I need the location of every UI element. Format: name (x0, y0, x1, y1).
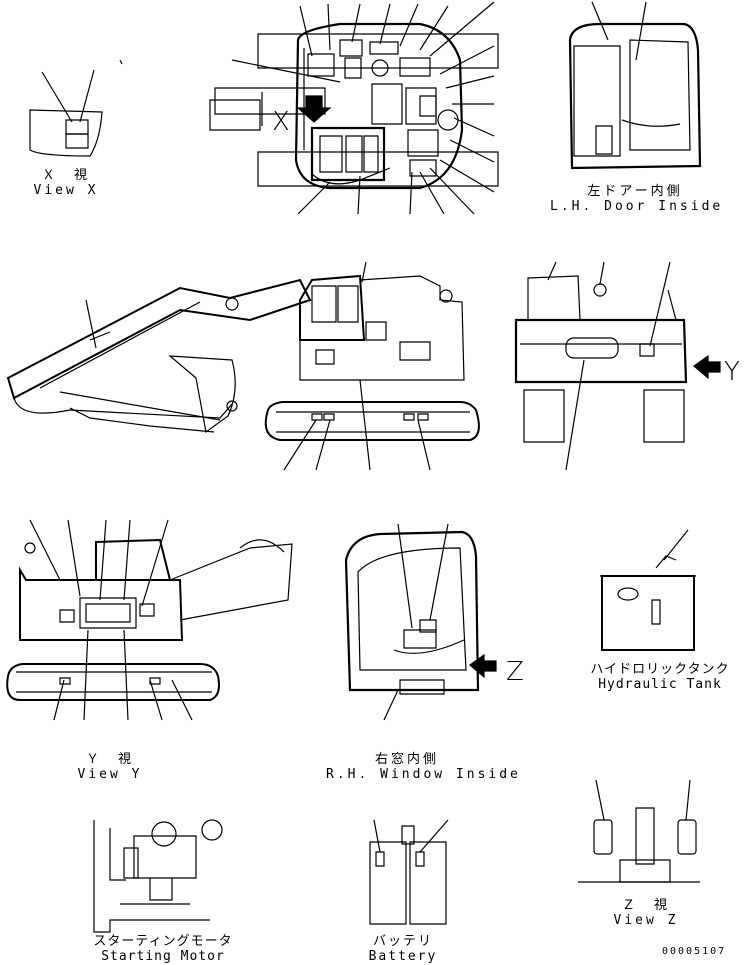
starting-motor-drawing (94, 820, 222, 932)
view-x-label: Ｘ 視 View X (30, 168, 102, 198)
marker-x: X (272, 107, 290, 137)
starting-motor-label: スターティングモータ Starting Motor (90, 934, 236, 964)
marker-y: Y (724, 357, 740, 387)
lh-door-drawing (570, 2, 700, 168)
view-z-label: Ｚ 視 View Z (606, 898, 686, 928)
side-view-drawing (8, 262, 479, 470)
view-z-drawing (578, 780, 700, 882)
hydraulic-tank-label-en: Hydraulic Tank (598, 677, 722, 692)
rh-window-label: 右窓内側 R.H. Window Inside (326, 752, 521, 782)
view-z-label-jp: Ｚ 視 (621, 898, 670, 913)
marker-z: Z (506, 657, 524, 687)
drawing-code: 00005107 (662, 946, 727, 957)
battery-label-jp: バッテリ (372, 934, 433, 949)
lh-door-label-en: L.H. Door Inside (550, 199, 724, 214)
view-x-drawing (30, 60, 122, 156)
view-y-label-jp: Ｙ 視 (85, 752, 134, 767)
lh-door-label: 左ドアー内側 L.H. Door Inside (550, 184, 720, 214)
battery-label: バッテリ Battery (358, 934, 448, 964)
rh-window-label-jp: 右窓内側 (374, 752, 439, 767)
hydraulic-tank-label-jp: ハイドロリックタンク (590, 662, 730, 677)
rh-window-label-en: R.H. Window Inside (326, 767, 521, 782)
starting-motor-label-en: Starting Motor (101, 949, 225, 964)
view-y-label: Ｙ 視 View Y (70, 752, 150, 782)
battery-label-en: Battery (368, 949, 438, 964)
top-view-drawing (210, 2, 498, 214)
view-y-label-en: View Y (77, 767, 143, 782)
view-x-label-jp: Ｘ 視 (41, 168, 90, 183)
hydraulic-tank-label: ハイドロリックタンク Hydraulic Tank (580, 662, 740, 692)
view-y-drawing (7, 520, 292, 720)
rh-window-drawing (346, 524, 496, 720)
lh-door-label-jp: 左ドアー内側 (587, 184, 683, 199)
rear-view-drawing (516, 262, 720, 470)
battery-drawing (370, 820, 448, 924)
hydraulic-tank-drawing (600, 530, 696, 650)
view-x-label-en: View X (33, 183, 99, 198)
starting-motor-label-jp: スターティングモータ (93, 934, 233, 949)
view-z-label-en: View Z (613, 913, 679, 928)
